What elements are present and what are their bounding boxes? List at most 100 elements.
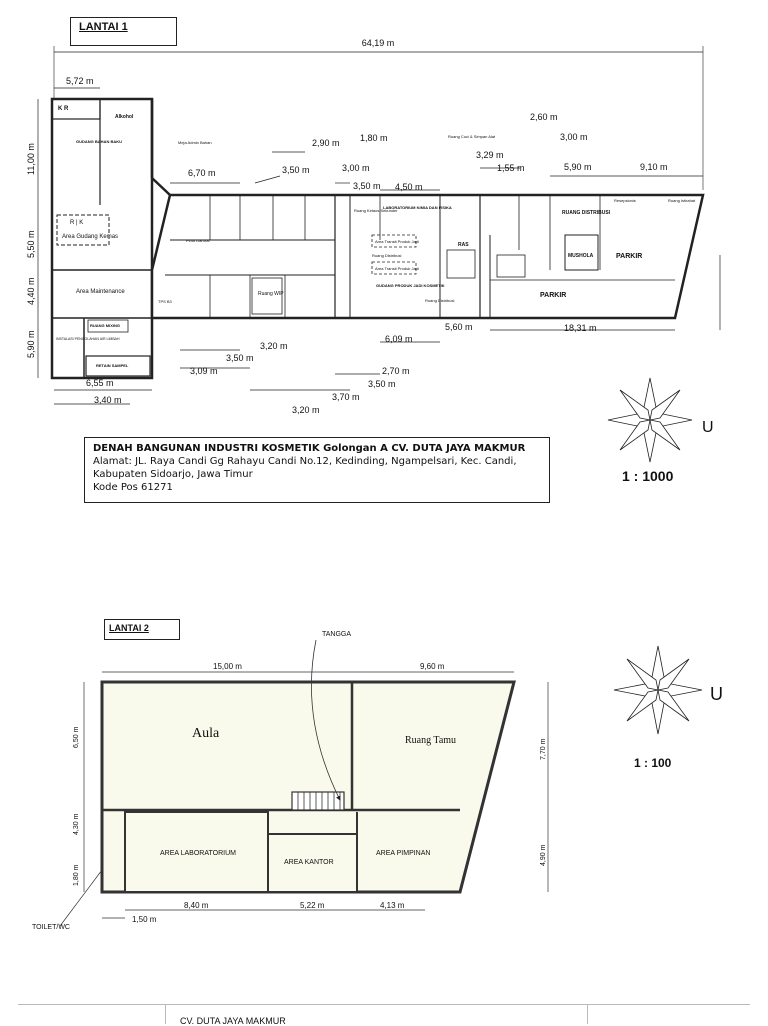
dim2-bot4: 1,50 m bbox=[132, 915, 157, 924]
dim2-left1: 6,50 m bbox=[73, 726, 80, 748]
floor1-plan bbox=[50, 46, 705, 380]
dim2-top2: 9,60 m bbox=[420, 662, 445, 671]
label-tps: TPS B3 bbox=[158, 299, 173, 304]
dim-300a: 3,00 m bbox=[342, 163, 370, 173]
dim-350a: 3,50 m bbox=[282, 165, 310, 175]
room-kr: K R bbox=[58, 106, 69, 112]
room-mushola: MUSHOLA bbox=[568, 253, 594, 259]
room-maintenance: Area Maintenance bbox=[76, 289, 125, 295]
dim-550: 5,50 m bbox=[26, 230, 36, 258]
floor1-dimension-lines bbox=[37, 87, 721, 405]
dim-320b: 3,20 m bbox=[292, 405, 320, 415]
dim-450: 4,50 m bbox=[395, 182, 423, 192]
info-box: DENAH BANGUNAN INDUSTRI KOSMETIK Golonga… bbox=[84, 437, 550, 503]
floor1-scale: 1 : 1000 bbox=[622, 468, 674, 484]
floor2-compass-label: U bbox=[710, 684, 723, 704]
compass-icon bbox=[607, 377, 693, 463]
dim-609: 6,09 m bbox=[385, 334, 413, 344]
room-wip: Ruang WIP bbox=[258, 291, 284, 297]
dim-910: 9,10 m bbox=[640, 162, 668, 172]
info-address-2: Kabupaten Sidoarjo, Jawa Timur bbox=[93, 469, 253, 480]
dim2-top1: 15,00 m bbox=[213, 662, 242, 671]
info-postal: Kode Pos 61271 bbox=[93, 482, 173, 493]
room-ruang-distribusi: Ruang Distribusi bbox=[372, 253, 401, 258]
floor2-scale: 1 : 100 bbox=[634, 756, 672, 770]
info-title: DENAH BANGUNAN INDUSTRI KOSMETIK Golonga… bbox=[93, 443, 526, 454]
floor1-compass-label: U bbox=[702, 419, 714, 436]
dim-320a: 3,20 m bbox=[260, 341, 288, 351]
dim2-left3: 1,80 m bbox=[73, 864, 80, 886]
room-resepsionis: Resepsionis bbox=[614, 198, 636, 203]
floor1-title: LANTAI 1 bbox=[79, 21, 128, 33]
room-alkohol: Alkohol bbox=[115, 114, 134, 120]
dim-329: 3,29 m bbox=[476, 150, 504, 160]
room-transit-2: Area Transit Produk Jadi bbox=[375, 266, 419, 271]
compass-icon-floor2 bbox=[613, 645, 703, 735]
room-instalasi: INSTALASI PENGOLAHAN AIR LIMBAH bbox=[56, 337, 120, 341]
room-lab: LABORATORIUM KIMIA DAN FISIKA bbox=[383, 205, 452, 210]
dim2-bot3: 4,13 m bbox=[380, 901, 405, 910]
room2-kantor: AREA KANTOR bbox=[284, 859, 334, 866]
dim-1831: 18,31 m bbox=[564, 323, 597, 333]
dim-260: 2,60 m bbox=[530, 112, 558, 122]
dim-155: 1,55 m bbox=[497, 163, 525, 173]
dim-309: 3,09 m bbox=[190, 366, 218, 376]
dim-340: 3,40 m bbox=[94, 395, 122, 405]
room-ras: RAS bbox=[458, 242, 469, 248]
info-address-1: Alamat: JL. Raya Candi Gg Rahayu Candi N… bbox=[93, 456, 517, 467]
label-pintu-darurat: Pintu Darurat bbox=[186, 238, 210, 243]
room-transit-1: Area Transit Produk Jadi bbox=[375, 239, 419, 244]
floor2-dimension-lines bbox=[59, 671, 549, 927]
room2-lab: AREA LABORATORIUM bbox=[160, 850, 236, 857]
floor2-title-box: LANTAI 2 bbox=[104, 619, 180, 640]
label-tangga: TANGGA bbox=[322, 631, 351, 638]
dim-590b: 5,90 m bbox=[564, 162, 592, 172]
dim2-bot2: 5,22 m bbox=[300, 901, 325, 910]
dim-350c: 3,50 m bbox=[226, 353, 254, 363]
dim-180: 1,80 m bbox=[360, 133, 388, 143]
room2-ruang-tamu: Ruang Tamu bbox=[405, 735, 456, 746]
room-parkir-2: PARKIR bbox=[540, 292, 566, 299]
dim-655: 6,55 m bbox=[86, 378, 114, 388]
room-ruang-distribusi-big: RUANG DISTRIBUSI bbox=[562, 210, 611, 216]
floor2-title: LANTAI 2 bbox=[109, 623, 149, 633]
dim-total: 64,19 m bbox=[362, 38, 395, 48]
dim2-left2: 4,30 m bbox=[73, 813, 80, 835]
dim-270: 2,70 m bbox=[382, 366, 410, 376]
footer-separator-1 bbox=[165, 1004, 166, 1024]
room-gudang-bahan: GUDANG BAHAN BAKU bbox=[76, 139, 122, 144]
dim2-right1: 7,70 m bbox=[540, 738, 547, 760]
footer-separator-2 bbox=[587, 1004, 588, 1024]
room-mixing: RUANG MIXING bbox=[90, 323, 120, 328]
room-ruang-distribusi-2: Ruang Distribusi bbox=[425, 298, 454, 303]
dim2-bot1: 8,40 m bbox=[184, 901, 209, 910]
dim-440: 4,40 m bbox=[26, 277, 36, 305]
room-rk: R | K bbox=[70, 220, 83, 226]
dim-350b: 3,50 m bbox=[353, 181, 381, 191]
room-retain-sampel: RETAIN SAMPEL bbox=[96, 363, 129, 368]
dim-300b: 3,00 m bbox=[560, 132, 588, 142]
dim-290: 2,90 m bbox=[312, 138, 340, 148]
room-ruang-istirahat: Ruang Istirahat bbox=[668, 198, 696, 203]
dim-572: 5,72 m bbox=[66, 76, 94, 86]
room-ruang-ketaos: Ruang Ketaos Sekunder bbox=[354, 208, 398, 213]
dim-1100: 11,00 m bbox=[26, 143, 36, 175]
room-gudang-produk: GUDANG PRODUK JADI KOSMETIK bbox=[376, 283, 445, 288]
dim-350d: 3,50 m bbox=[368, 379, 396, 389]
dim-670: 6,70 m bbox=[188, 168, 216, 178]
dim2-right2: 4,90 m bbox=[540, 844, 547, 866]
label-ruang-cuci: Ruang Cuci & Simpan Alat bbox=[448, 134, 496, 139]
room2-pimpinan: AREA PIMPINAN bbox=[376, 850, 430, 857]
floor2-plan bbox=[100, 639, 516, 894]
room-gudang-kemas: Area Gudang Kemas bbox=[62, 234, 118, 240]
dim-370: 3,70 m bbox=[332, 392, 360, 402]
footer-divider bbox=[18, 1004, 750, 1005]
footer-company: CV. DUTA JAYA MAKMUR bbox=[180, 1016, 286, 1026]
dim-590: 5,90 m bbox=[26, 330, 36, 358]
room2-aula: Aula bbox=[192, 726, 220, 741]
dim-560: 5,60 m bbox=[445, 322, 473, 332]
label-meja-admin: Meja Admin Bahan bbox=[178, 140, 212, 145]
floor1-title-box: LANTAI 1 bbox=[70, 17, 177, 46]
label-toilet: TOILET/WC bbox=[32, 924, 70, 931]
